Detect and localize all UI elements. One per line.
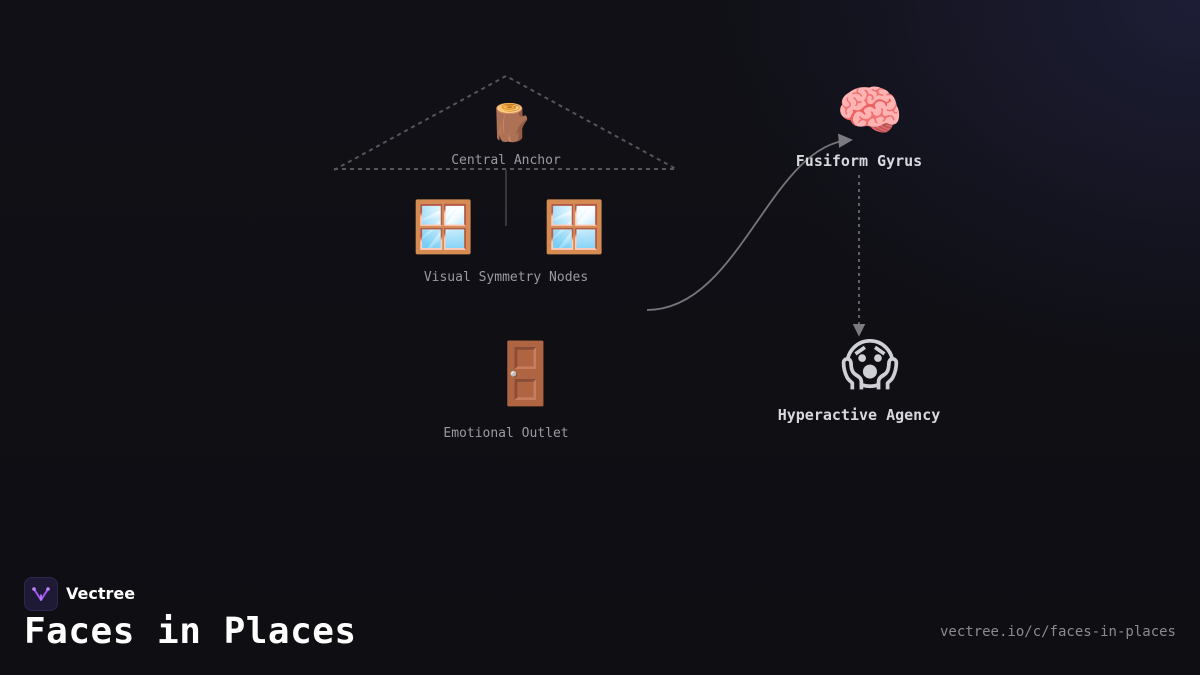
page-title: Faces in Places	[24, 611, 357, 652]
brain-icon: 🧠	[836, 79, 904, 142]
central-anchor-label: Central Anchor	[451, 153, 561, 168]
left-window-icon: 🪟	[412, 198, 475, 256]
roof-outline	[333, 74, 679, 171]
page-url[interactable]: vectree.io/c/faces-in-places	[939, 624, 1176, 640]
fusiform-gyrus-label: Fusiform Gyrus	[795, 152, 923, 170]
brand-name[interactable]: Vectree	[66, 584, 136, 603]
hyperactive-agency-label: Hyperactive Agency	[777, 406, 941, 424]
wood-log-icon: 🪵	[488, 103, 533, 144]
right-window-icon: 🪟	[543, 198, 606, 256]
emotional-outlet-label: Emotional Outlet	[443, 426, 569, 441]
vectree-logo-icon[interactable]	[24, 577, 58, 611]
door-icon: 🚪	[488, 339, 563, 409]
house-to-brain-arrow	[646, 133, 853, 311]
face-screaming-icon: 😱	[840, 333, 900, 398]
visual-symmetry-label: Visual Symmetry Nodes	[423, 270, 589, 285]
